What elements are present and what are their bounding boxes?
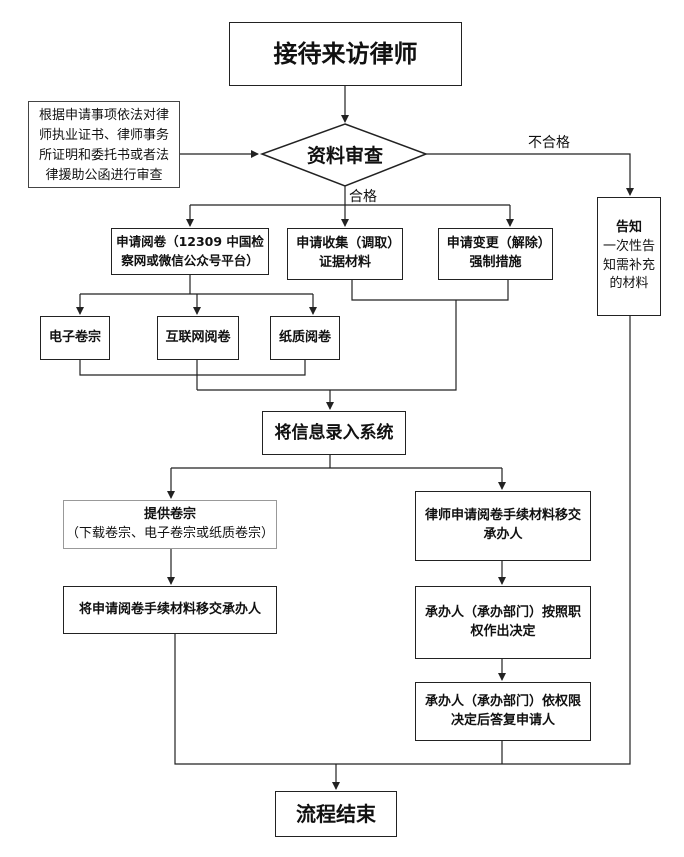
notify-body: 一次性告知需补充的材料 xyxy=(602,238,655,292)
apply-change-label: 申请变更（解除）强制措施 xyxy=(446,236,545,270)
apply-read-label: 申请阅卷（12309 中国检察网或微信公众号平台） xyxy=(116,234,264,268)
apply-collect-label: 申请收集（调取）证据材料 xyxy=(296,236,394,270)
transfer-right-node: 律师申请阅卷手续材料移交承办人 xyxy=(415,491,591,561)
provide-file-node: 提供卷宗 （下载卷宗、电子卷宗或纸质卷宗） xyxy=(63,500,277,549)
review-diamond-shape xyxy=(259,123,429,187)
review-criteria-note: 根据申请事项依法对律师执业证书、律师事务所证明和委托书或者法律援助公函进行审查 xyxy=(28,101,180,188)
e-file-node: 电子卷宗 xyxy=(40,316,110,360)
review-criteria-text: 根据申请事项依法对律师执业证书、律师事务所证明和委托书或者法律援助公函进行审查 xyxy=(38,108,169,184)
enter-system-node: 将信息录入系统 xyxy=(262,411,406,455)
transfer-left-label: 将申请阅卷手续材料移交承办人 xyxy=(78,601,261,617)
apply-change-node: 申请变更（解除）强制措施 xyxy=(438,228,553,280)
online-read-label: 互联网阅卷 xyxy=(165,329,231,345)
notify-title: 告知 xyxy=(615,219,642,235)
fail-label: 不合格 xyxy=(528,135,570,151)
apply-collect-node: 申请收集（调取）证据材料 xyxy=(287,228,403,280)
start-node: 接待来访律师 xyxy=(229,22,462,86)
reply-label: 承办人（承办部门）依权限决定后答复申请人 xyxy=(424,693,581,728)
transfer-right-label: 律师申请阅卷手续材料移交承办人 xyxy=(424,508,581,542)
provide-file-subtitle: （下载卷宗、电子卷宗或纸质卷宗） xyxy=(65,525,274,541)
reply-node: 承办人（承办部门）依权限决定后答复申请人 xyxy=(415,682,591,741)
end-node: 流程结束 xyxy=(275,791,397,837)
enter-system-label: 将信息录入系统 xyxy=(274,422,394,443)
paper-read-label: 纸质阅卷 xyxy=(278,329,331,345)
paper-read-node: 纸质阅卷 xyxy=(270,316,340,360)
decide-node: 承办人（承办部门）按照职权作出决定 xyxy=(415,586,591,659)
pass-label: 合格 xyxy=(349,189,377,205)
apply-read-node: 申请阅卷（12309 中国检察网或微信公众号平台） xyxy=(111,228,269,275)
end-label: 流程结束 xyxy=(296,801,376,826)
e-file-label: 电子卷宗 xyxy=(48,329,101,345)
transfer-left-node: 将申请阅卷手续材料移交承办人 xyxy=(63,586,277,634)
decide-label: 承办人（承办部门）按照职权作出决定 xyxy=(424,604,581,639)
notify-node: 告知 一次性告知需补充的材料 xyxy=(597,197,661,316)
start-node-label: 接待来访律师 xyxy=(273,39,418,68)
review-node-label: 资料审查 xyxy=(306,145,383,167)
provide-file-title: 提供卷宗 xyxy=(143,506,196,522)
online-read-node: 互联网阅卷 xyxy=(157,316,239,360)
